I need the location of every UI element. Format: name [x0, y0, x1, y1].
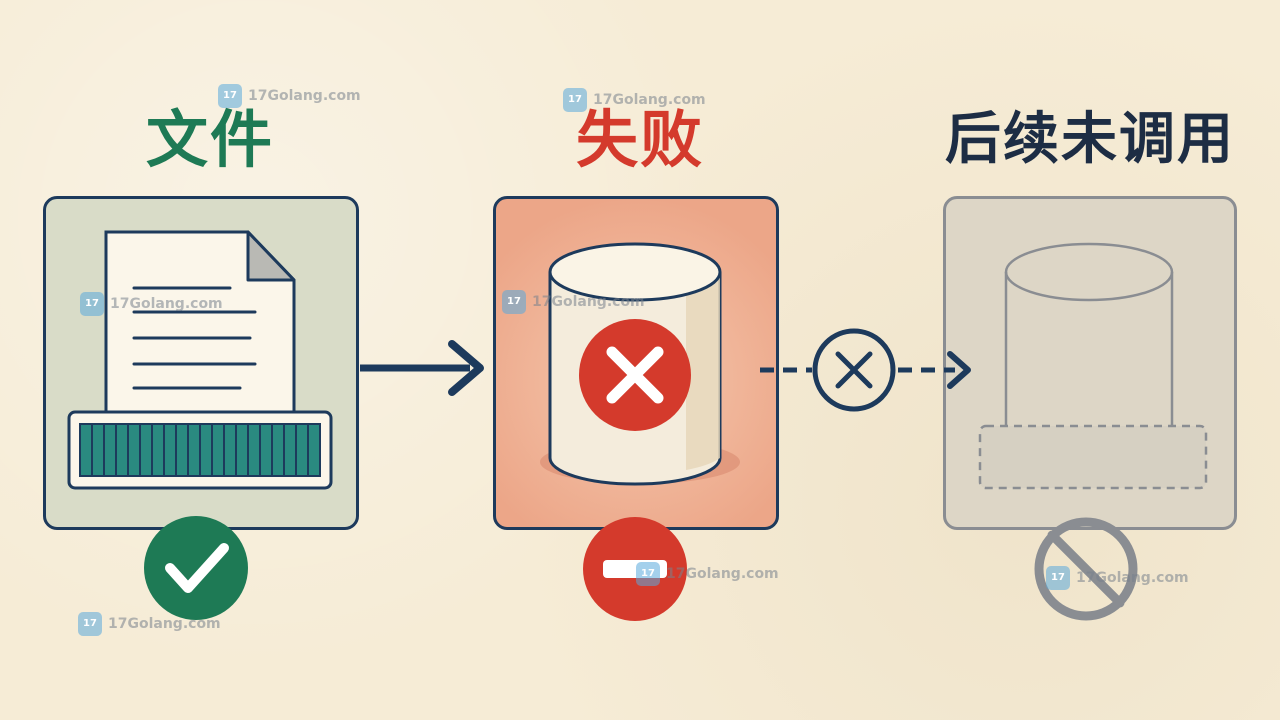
watermark-logo-icon: 17 — [1046, 566, 1070, 590]
cylinder-placeholder-icon — [978, 242, 1208, 490]
watermark-domain: 17Golang.com — [108, 616, 221, 632]
watermark-domain: 17Golang.com — [532, 294, 645, 310]
watermark: 17 17Golang.com — [78, 612, 221, 636]
cylinder-error-icon — [540, 242, 740, 486]
watermark-logo-icon: 17 — [80, 292, 104, 316]
solid-arrow-icon — [360, 340, 484, 396]
watermark-domain: 17Golang.com — [666, 566, 779, 582]
blocked-connector — [760, 328, 971, 412]
watermark-domain: 17Golang.com — [248, 88, 361, 104]
x-circle-icon — [812, 328, 896, 412]
watermark: 17 17Golang.com — [563, 88, 706, 112]
watermark-logo-icon: 17 — [563, 88, 587, 112]
progress-bar-icon — [67, 410, 333, 490]
watermark-logo-icon: 17 — [502, 290, 526, 314]
watermark-logo-icon: 17 — [78, 612, 102, 636]
stage-title-file: 文件 — [145, 103, 274, 176]
watermark: 17 17Golang.com — [1046, 566, 1189, 590]
prohibited-icon — [1034, 517, 1138, 621]
watermark-domain: 17Golang.com — [593, 92, 706, 108]
watermark-domain: 17Golang.com — [1076, 570, 1189, 586]
watermark: 17 17Golang.com — [218, 84, 361, 108]
stage-title-skip: 后续未调用 — [945, 107, 1235, 172]
watermark-domain: 17Golang.com — [110, 296, 223, 312]
check-circle-icon — [144, 516, 248, 620]
stage-title-fail: 失败 — [575, 103, 704, 176]
watermark: 17 17Golang.com — [636, 562, 779, 586]
watermark-logo-icon: 17 — [218, 84, 242, 108]
watermark: 17 17Golang.com — [80, 292, 223, 316]
watermark-logo-icon: 17 — [636, 562, 660, 586]
document-icon — [104, 230, 296, 417]
watermark: 17 17Golang.com — [502, 290, 645, 314]
